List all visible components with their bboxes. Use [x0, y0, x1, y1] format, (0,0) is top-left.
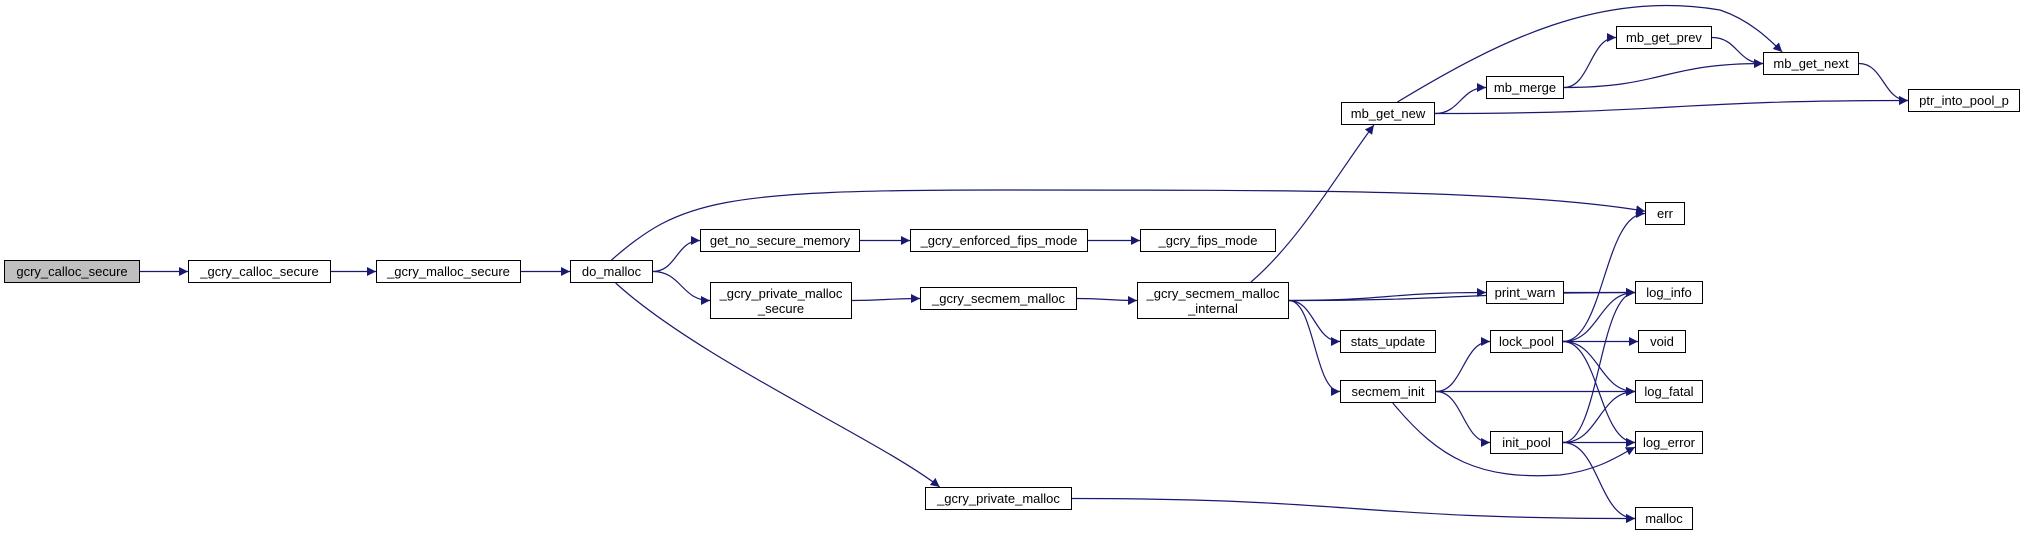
node-malloc[interactable]: malloc	[1635, 507, 1693, 530]
node-label: malloc	[1645, 511, 1683, 526]
node-gcry-calloc-secure[interactable]: gcry_calloc_secure	[4, 260, 140, 283]
edge-mb-merge-to-mb-get-next	[1563, 59, 1764, 89]
node-label-line1: _gcry_secmem_malloc	[1146, 285, 1280, 301]
node-label: mb_get_prev	[1626, 30, 1702, 45]
edge-secmem-init-to-lock-pool	[1435, 337, 1491, 393]
edge--gcry-secmem-malloc-internal-to-mb-get-new	[1250, 124, 1375, 283]
node-label: secmem_init	[1351, 384, 1425, 399]
edge--gcry-private-malloc-secure-to--gcry-secmem-malloc	[851, 294, 921, 304]
edge-do-malloc-to--gcry-private-malloc	[615, 282, 941, 488]
node-label: stats_update	[1350, 334, 1426, 349]
edge-mb-get-new-to-mb-get-next	[1397, 4, 1783, 103]
node-gcry-calloc-secure-internal[interactable]: _gcry_calloc_secure	[188, 260, 331, 283]
node-label: init_pool	[1502, 435, 1551, 450]
node-stats-update[interactable]: stats_update	[1340, 330, 1436, 353]
node-label: mb_merge	[1493, 80, 1557, 95]
node-mb-get-next[interactable]: mb_get_next	[1763, 52, 1859, 75]
edge-secmem-init-to-log-error	[1392, 402, 1636, 477]
edge-mb-get-prev-to-mb-get-next	[1711, 36, 1764, 68]
node-label: void	[1650, 334, 1674, 349]
node-mb-get-prev[interactable]: mb_get_prev	[1616, 26, 1712, 49]
node-label: log_fatal	[1644, 384, 1694, 399]
edge-mb-merge-to-mb-get-prev	[1563, 33, 1617, 89]
node-label: _gcry_malloc_secure	[387, 264, 510, 279]
node-secmem-init[interactable]: secmem_init	[1340, 380, 1436, 403]
edge-init-pool-to-log-fatal	[1562, 387, 1636, 444]
edge-lock-pool-to-err	[1562, 209, 1646, 343]
node-label: lock_pool	[1499, 334, 1554, 349]
node-do-malloc[interactable]: do_malloc	[570, 260, 653, 283]
node-label: gcry_calloc_secure	[16, 264, 128, 279]
edge-layer	[139, 4, 1909, 523]
node-label-line2: _internal	[1188, 300, 1238, 316]
edge--gcry-private-malloc-to-malloc	[1071, 497, 1636, 523]
edge-lock-pool-to-log-error	[1562, 340, 1636, 447]
node-label: _gcry_fips_mode	[1158, 233, 1258, 248]
edge-do-malloc-to-err	[611, 189, 1646, 261]
edge-secmem-init-to-init-pool	[1435, 390, 1491, 447]
node-label-line2: _secure	[757, 300, 805, 316]
edge--gcry-secmem-malloc-internal-to-stats-update	[1288, 299, 1341, 346]
node-label: mb_get_new	[1350, 106, 1426, 121]
node-label: _gcry_private_malloc	[937, 491, 1060, 506]
edge-mb-get-new-to-ptr-into-pool-p	[1434, 96, 1909, 115]
node-gcry-secmem-malloc-internal[interactable]: _gcry_secmem_malloc _internal	[1137, 282, 1289, 319]
node-mb-get-new[interactable]: mb_get_new	[1341, 102, 1435, 125]
edge-mb-get-next-to-ptr-into-pool-p	[1858, 62, 1909, 105]
node-label: ptr_into_pool_p	[1919, 93, 2009, 108]
node-label: print_warn	[1494, 285, 1556, 300]
node-gcry-private-malloc-secure[interactable]: _gcry_private_malloc _secure	[710, 282, 852, 319]
edge--gcry-secmem-malloc-internal-to-print-warn	[1288, 288, 1487, 302]
edge-do-malloc-to--gcry-private-malloc-secure	[652, 270, 711, 305]
node-gcry-malloc-secure[interactable]: _gcry_malloc_secure	[376, 260, 521, 283]
node-label: mb_get_next	[1773, 56, 1849, 71]
edge-do-malloc-to-get-no-secure-memory	[652, 236, 701, 273]
node-label: log_error	[1642, 435, 1696, 450]
edge-mb-get-new-to-mb-merge	[1434, 83, 1487, 115]
node-gcry-secmem-malloc[interactable]: _gcry_secmem_malloc	[920, 287, 1077, 310]
node-log-fatal[interactable]: log_fatal	[1635, 380, 1703, 403]
node-label: do_malloc	[581, 264, 642, 279]
node-lock-pool[interactable]: lock_pool	[1490, 330, 1563, 353]
edge-lock-pool-to-log-info	[1562, 288, 1636, 343]
node-gcry-enforced-fips-mode[interactable]: _gcry_enforced_fips_mode	[910, 229, 1088, 252]
node-log-info[interactable]: log_info	[1635, 281, 1703, 304]
node-get-no-secure-memory[interactable]: get_no_secure_memory	[700, 229, 860, 252]
node-label: log_info	[1646, 285, 1692, 300]
edge-init-pool-to-malloc	[1562, 441, 1636, 523]
edge--gcry-secmem-malloc-to--gcry-secmem-malloc-internal	[1076, 295, 1138, 305]
node-label: _gcry_secmem_malloc	[932, 291, 1065, 306]
node-log-error[interactable]: log_error	[1635, 431, 1703, 454]
node-label: _gcry_calloc_secure	[200, 264, 319, 279]
node-label: err	[1657, 206, 1673, 221]
node-void[interactable]: void	[1638, 330, 1686, 353]
edge-init-pool-to-log-info	[1562, 288, 1636, 444]
node-label: _gcry_enforced_fips_mode	[920, 233, 1078, 248]
node-err[interactable]: err	[1645, 202, 1685, 225]
node-gcry-private-malloc[interactable]: _gcry_private_malloc	[925, 487, 1072, 510]
node-label: get_no_secure_memory	[709, 233, 851, 248]
node-init-pool[interactable]: init_pool	[1490, 431, 1563, 454]
node-print-warn[interactable]: print_warn	[1486, 281, 1564, 304]
edge--gcry-secmem-malloc-internal-to-secmem-init	[1288, 299, 1341, 396]
node-mb-merge[interactable]: mb_merge	[1486, 76, 1564, 99]
node-gcry-fips-mode[interactable]: _gcry_fips_mode	[1140, 229, 1276, 252]
node-label-line1: _gcry_private_malloc	[719, 285, 843, 301]
node-ptr-into-pool-p[interactable]: ptr_into_pool_p	[1908, 89, 2020, 112]
